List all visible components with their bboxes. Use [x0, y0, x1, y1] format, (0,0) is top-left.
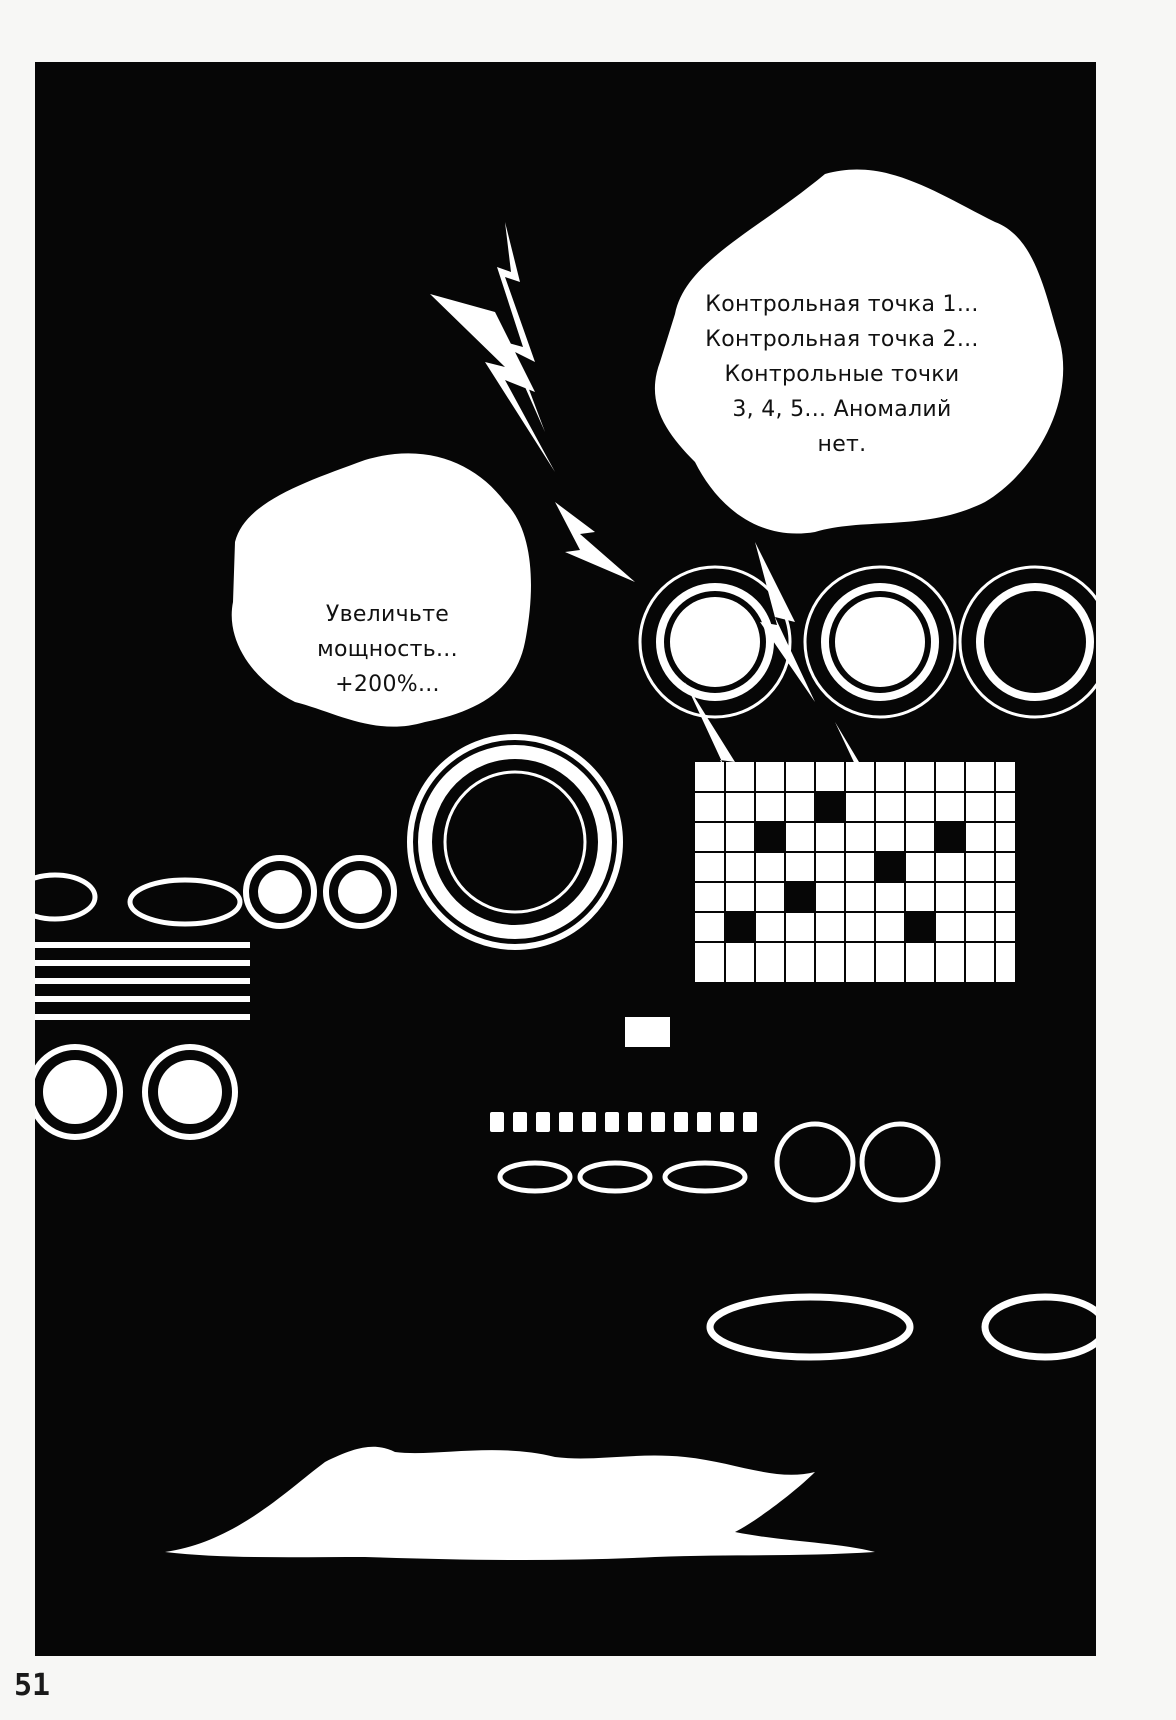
control-room-illustration — [35, 169, 1096, 1561]
comic-panel: Контрольная точка 1... Контрольная точка… — [35, 62, 1096, 1656]
speech-bubble-top — [654, 169, 1064, 534]
gauge-cluster-top — [638, 565, 1096, 719]
left-console — [35, 855, 397, 1140]
speech-bubble-top-text: Контрольная точка 1... Контрольная точка… — [677, 287, 1007, 462]
bubble-line: Контрольная точка 2... — [705, 327, 979, 352]
bubble-line: нет. — [817, 432, 867, 457]
bubble-line: +200%... — [335, 672, 440, 697]
bubble-line: Увеличьте — [325, 602, 450, 627]
page-number: 51 — [14, 1668, 51, 1703]
bubble-line: 3, 4, 5... Аномалий — [732, 397, 952, 422]
speech-bubble-left — [231, 453, 531, 727]
bubble-line: Контрольная точка 1... — [705, 292, 979, 317]
reclining-figure — [165, 1446, 875, 1561]
bubble-line: Контрольные точки — [724, 362, 960, 387]
bubble-line: мощность... — [317, 637, 458, 662]
lower-console — [497, 1121, 1096, 1361]
porthole — [407, 734, 623, 950]
speech-bubble-left-text: Увеличьте мощность... +200%... — [280, 597, 495, 702]
button-strip — [490, 1017, 757, 1132]
grid-panel — [695, 762, 1015, 982]
